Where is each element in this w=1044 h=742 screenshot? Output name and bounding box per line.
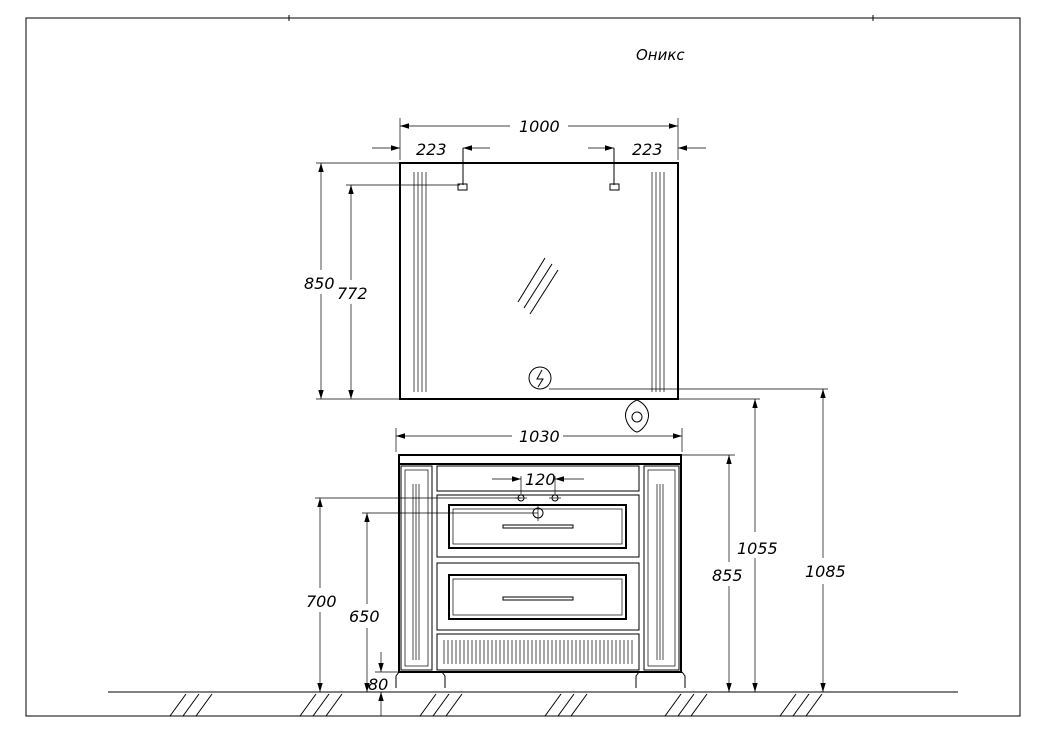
floor-hatch-line: [570, 693, 588, 717]
drawer-1: [436, 494, 640, 558]
dim-label-855: 855: [712, 566, 743, 585]
dim-label-80: 80: [368, 675, 388, 694]
dim-1085: 1085: [549, 388, 846, 692]
drawer-2-handle: [502, 596, 574, 601]
floor-hatch-line: [779, 693, 797, 717]
floor-hatch-line: [664, 693, 682, 717]
floor-hatch-line: [445, 693, 463, 717]
mirror: [399, 148, 679, 400]
dim-cabinet-width: 1030: [395, 427, 683, 452]
dim-mirror-height: 850: [304, 162, 400, 400]
dim-mirror-width: 1000: [399, 117, 679, 160]
dim-leg-height: 80: [368, 652, 399, 716]
dim-label-1085: 1085: [805, 562, 846, 581]
plinth: [436, 633, 640, 671]
dim-label-650: 650: [349, 607, 380, 626]
dim-hook-left: 223: [372, 140, 490, 159]
floor-hatch-line: [792, 693, 810, 717]
dim-855: 855: [682, 454, 743, 692]
top-drawer: [436, 465, 640, 492]
dim-label-223-left: 223: [416, 140, 447, 159]
dim-label-700: 700: [306, 592, 337, 611]
floor-hatch-line: [195, 693, 213, 717]
dim-faucet-spacing: 120: [492, 470, 584, 495]
floor-hatch-line: [677, 693, 695, 717]
floor-hatch-line: [169, 693, 187, 717]
hook-right: [609, 183, 620, 191]
floor: [108, 691, 958, 717]
dim-650: 650: [349, 512, 538, 692]
vanity-cabinet: [395, 454, 686, 688]
product-title: Оникс: [636, 46, 685, 64]
drawer-2: [436, 562, 640, 631]
water-outlet-icon: [625, 399, 649, 433]
floor-hatch-line: [557, 693, 575, 717]
dim-hook-height: 772: [337, 184, 460, 399]
floor-hatch-line: [432, 693, 450, 717]
dim-label-850: 850: [304, 274, 335, 293]
floor-hatch-line: [312, 693, 330, 717]
electric-socket-icon: [528, 366, 552, 390]
dim-hook-right: 223: [588, 140, 706, 159]
floor-hatch-line: [299, 693, 317, 717]
dim-700: 700: [306, 497, 521, 692]
dim-label-1000: 1000: [519, 117, 560, 136]
floor-hatch-line: [419, 693, 437, 717]
floor-hatch-line: [182, 693, 200, 717]
mirror-reflection-icon: [517, 257, 546, 303]
floor-hatch-line: [690, 693, 708, 717]
dim-label-120: 120: [525, 470, 556, 489]
floor-hatch-line: [325, 693, 343, 717]
dim-label-223-right: 223: [632, 140, 663, 159]
dim-label-1030: 1030: [519, 427, 560, 446]
dim-label-1055: 1055: [737, 539, 778, 558]
floor-hatch-line: [805, 693, 823, 717]
drawing-frame: [25, 17, 1021, 717]
dim-label-772: 772: [337, 284, 368, 303]
floor-hatch-line: [544, 693, 562, 717]
dim-1055: 1055: [678, 398, 778, 692]
drawer-1-handle: [502, 524, 574, 529]
hook-left: [457, 183, 468, 191]
